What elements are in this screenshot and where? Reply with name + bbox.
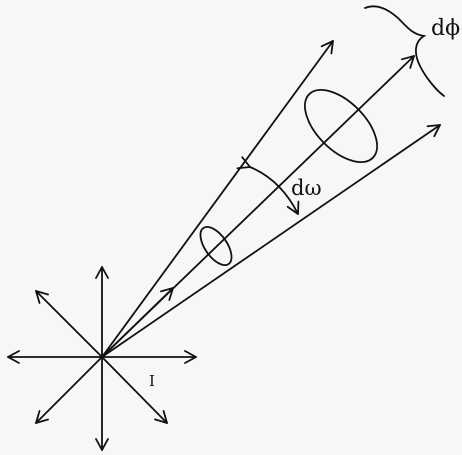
ray-up-left	[35, 290, 103, 358]
cone-edge-upper	[101, 40, 334, 358]
cone-edge-lower	[101, 124, 441, 358]
ray-down-left	[35, 356, 103, 424]
label-intensity: I	[149, 372, 155, 390]
solid-angle-cone	[101, 5, 445, 358]
large-cross-section-ellipse	[304, 89, 378, 163]
small-cross-section-ellipse	[199, 226, 233, 266]
point-source-rays	[7, 266, 197, 451]
label-d-phi: dϕ	[431, 16, 460, 41]
solid-angle-arc	[236, 156, 300, 215]
label-d-omega: dω	[291, 176, 322, 200]
axis-small-arrow	[101, 287, 174, 358]
ray-down-right	[101, 356, 168, 424]
flux-brace	[364, 5, 445, 97]
